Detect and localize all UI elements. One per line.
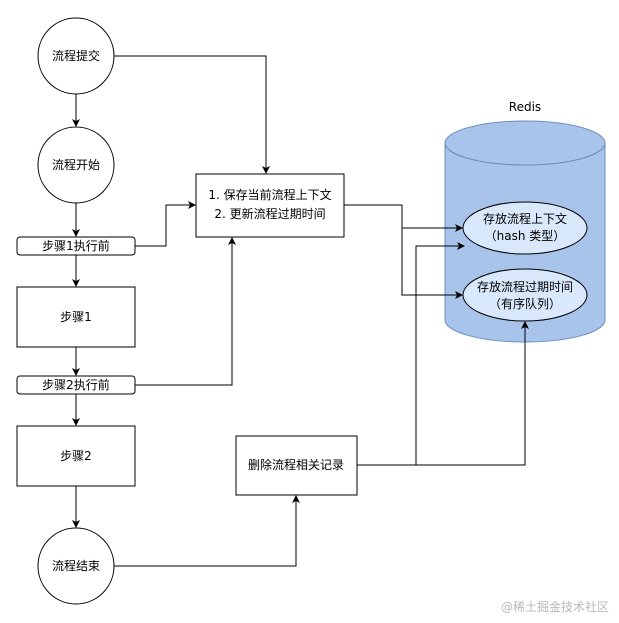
watermark: @稀土掘金技术社区 (500, 600, 609, 614)
before-step2-label: 步骤2执行前 (42, 377, 110, 392)
step1-node: 步骤1 (16, 286, 136, 348)
connectors (72, 55, 529, 567)
step2-node: 步骤2 (16, 425, 136, 487)
delete-records-node: 删除流程相关记录 (235, 435, 358, 496)
edge-delete-expire (416, 321, 529, 466)
save-context-line1: 1. 保存当前流程上下文 (208, 187, 331, 202)
edge-submit-save (114, 55, 270, 174)
delete-records-label: 删除流程相关记录 (248, 457, 344, 472)
submit-node: 流程提交 (37, 17, 115, 95)
edge-save-expire (401, 228, 463, 299)
store-context-line2: （hash 类型） (485, 229, 566, 243)
before-step1-node: 步骤1执行前 (16, 236, 136, 256)
store-expire-line1: 存放流程过期时间 (477, 279, 573, 294)
edge-delete-context (357, 242, 465, 466)
edge-save-context (344, 204, 463, 232)
store-context-line1: 存放流程上下文 (483, 211, 567, 226)
before-step2-node: 步骤2执行前 (16, 375, 136, 395)
redis-label: Redis (509, 100, 541, 114)
start-node: 流程开始 (37, 126, 115, 204)
edge-end-delete (114, 495, 300, 567)
step1-label: 步骤1 (60, 310, 92, 324)
store-context-node: 存放流程上下文 （hash 类型） (462, 201, 588, 255)
step2-label: 步骤2 (60, 449, 92, 463)
end-label: 流程结束 (52, 558, 100, 573)
save-context-line2: 2. 更新流程过期时间 (214, 206, 325, 221)
start-label: 流程开始 (52, 157, 100, 172)
before-step1-label: 步骤1执行前 (42, 238, 110, 253)
submit-label: 流程提交 (52, 48, 100, 63)
edge-before1-save (135, 201, 196, 247)
save-context-node: 1. 保存当前流程上下文 2. 更新流程过期时间 (195, 173, 345, 238)
edge-before2-save (135, 237, 236, 386)
end-node: 流程结束 (37, 527, 115, 605)
store-expire-node: 存放流程过期时间 （有序队列） (462, 268, 588, 322)
store-expire-line2: （有序队列） (489, 296, 561, 311)
